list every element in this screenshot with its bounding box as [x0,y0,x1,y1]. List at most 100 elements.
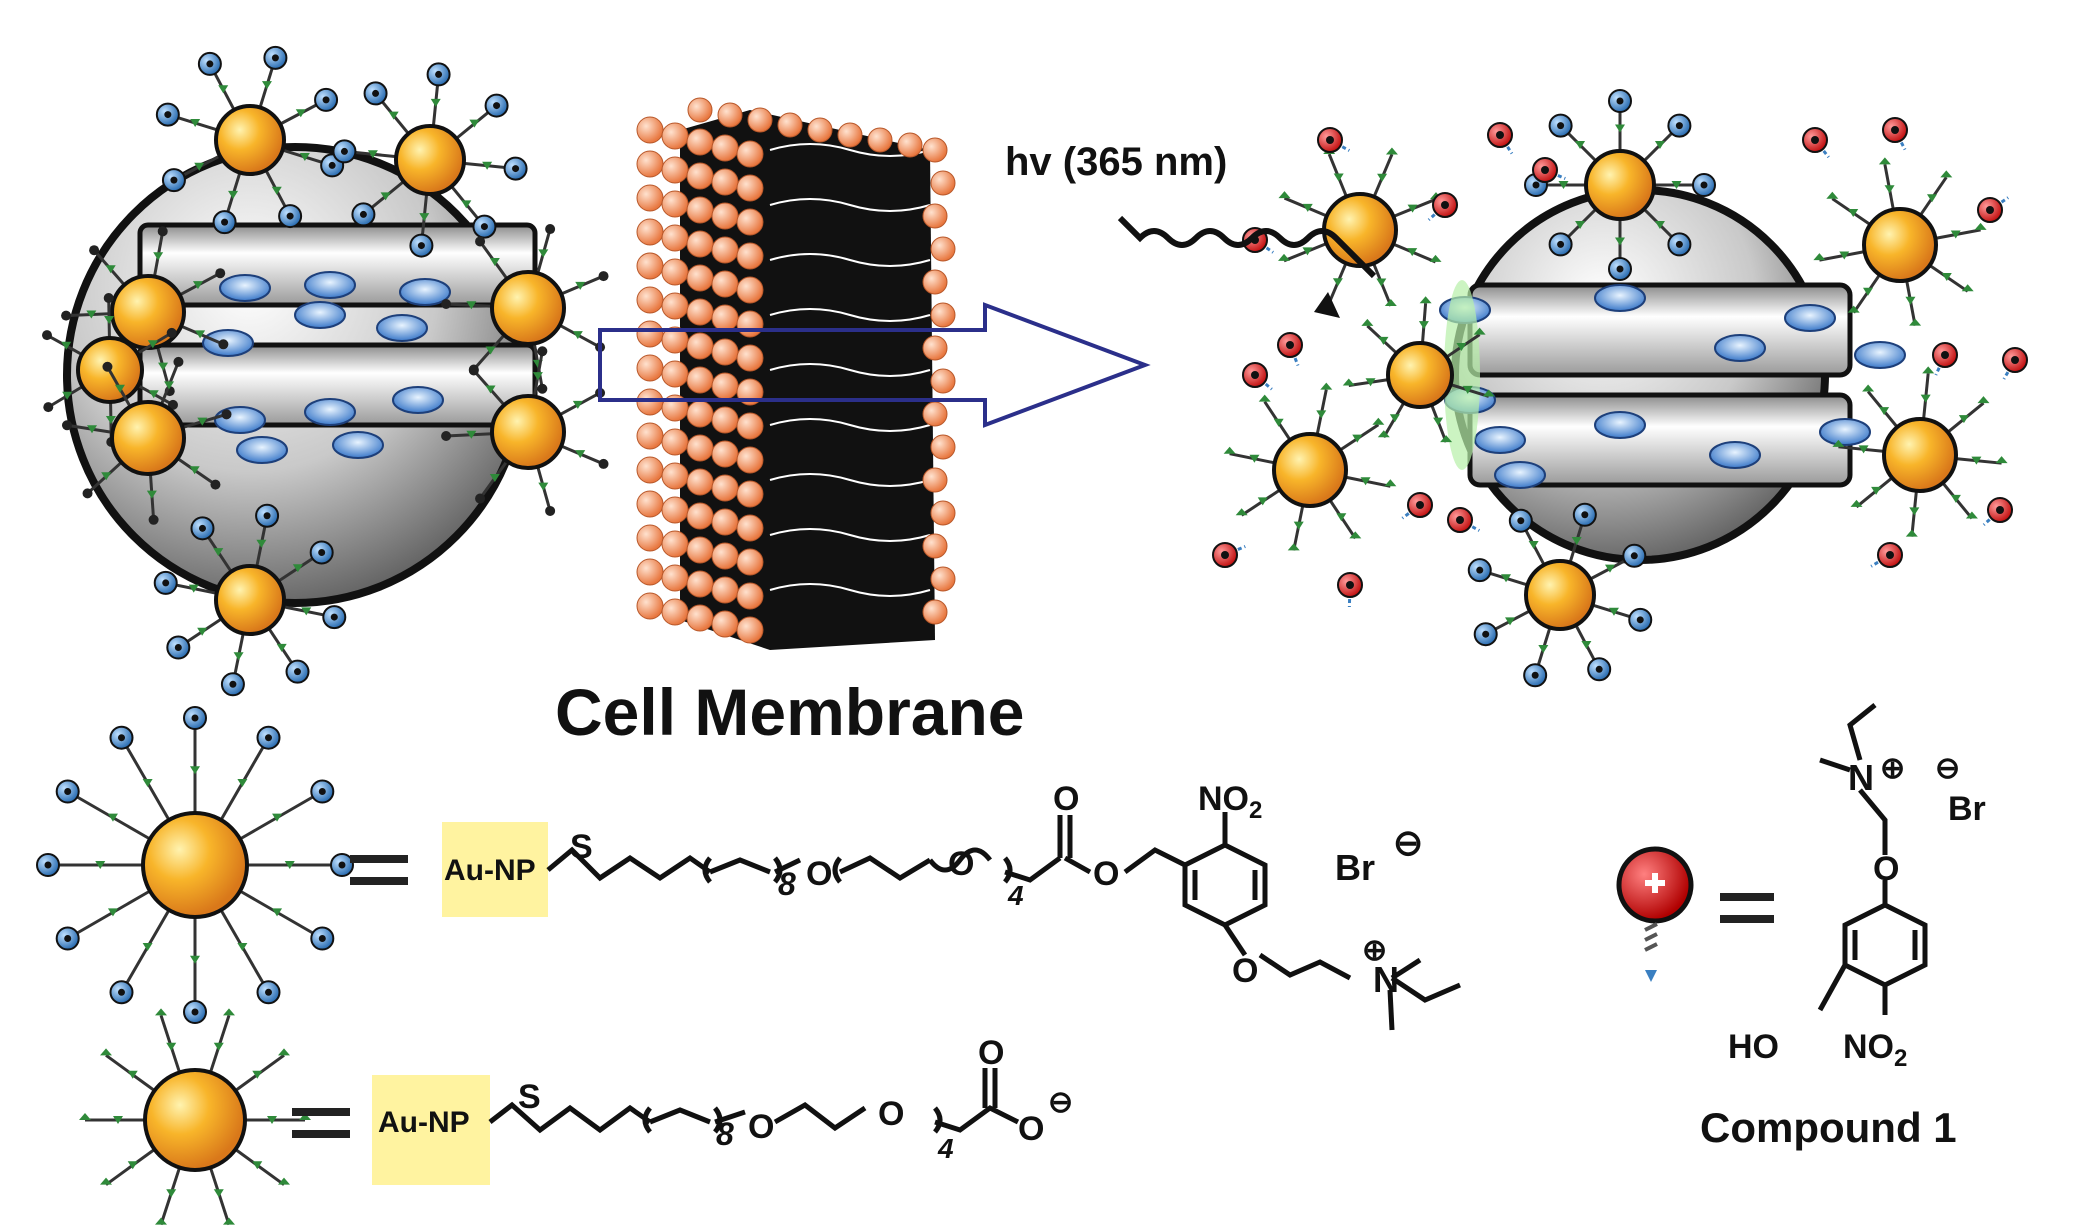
carboxylate-end [1278,191,1291,199]
carboxylate-end [1974,222,1987,230]
lipid-head [661,258,689,286]
mesopore-channels [137,222,538,464]
lipid-head [711,304,739,332]
ligand-linker [1581,640,1592,649]
lipid-head [711,338,739,366]
ligand-end [173,356,184,367]
lipid-head [661,156,689,184]
lipid-head [636,524,664,552]
ligand-linker [1316,410,1327,419]
cap-center [1700,181,1708,189]
lipid-head [736,344,764,372]
released-compound [1277,332,1303,367]
nitro-1: NO2 [1198,780,1262,824]
gold-nanoparticle [1223,382,1397,551]
ligand-linker [261,81,272,90]
ligand-linker [1407,204,1418,213]
lipid-head [661,428,689,456]
lipid-head [636,456,664,484]
compound-center [1286,341,1294,349]
ligand-linker [142,778,153,787]
carbonyl-o-1: O [1053,780,1079,818]
ligand-linker [218,85,229,94]
lipid-head [867,127,893,153]
carboxylate-end [1473,327,1486,335]
ligand-linker [1909,507,1920,516]
cap-center [480,223,488,231]
lipid-head [686,434,714,462]
released-compound [1401,492,1433,520]
cap-center [417,242,425,250]
cap-center [1557,240,1565,248]
ligand-linker [367,150,378,159]
carboxylate-end [1965,511,1978,519]
uncapped-silica-nanoparticle [1212,89,2028,688]
lipid-head [686,332,714,360]
ether-o-3: O [1873,850,1899,888]
ligand-end [545,505,556,516]
cargo-molecule [214,406,266,434]
lipid-head [711,610,739,638]
ligand-linker [1905,296,1916,305]
gold-nanoparticle [1467,502,1653,688]
compound-center [1996,506,2004,514]
lipid-head [636,558,664,586]
carboxylate-end [299,1113,311,1120]
cargo-molecule [399,278,451,306]
ligand-stem [1283,242,1328,263]
carboxylate-end [100,1177,113,1185]
carboxylate-end [1223,446,1236,454]
ligand-linker [1336,513,1347,522]
ligand-linker [538,482,549,491]
ligand-linker [1302,247,1313,256]
released-compound [1317,127,1351,153]
equals-sign-1 [350,855,408,885]
ligand-linker [1257,497,1268,506]
ligand-stem [558,323,601,349]
ligand-linker [252,1070,263,1079]
cap-center [1482,630,1490,638]
gold-core [141,811,249,919]
ligand-linker [482,161,493,170]
compound-center [1416,501,1424,509]
compound-center [1891,126,1899,134]
ligand-linker [1433,417,1444,426]
lipid-head [736,616,764,644]
cargo-molecule [1709,441,1761,469]
compound-center [1986,206,1994,214]
released-compound [1802,127,1830,159]
lipid-head [736,174,764,202]
ligand-linker [1302,203,1313,212]
ligand-linker [197,627,208,636]
pore-channel [1467,282,1853,378]
cap-center [191,714,199,722]
lipid-head [711,270,739,298]
lipid-head [922,137,948,163]
ligand-linker [166,1042,177,1051]
ligand-end [61,310,72,321]
lipid-head [661,190,689,218]
cap-center [1557,122,1565,130]
carboxylate-o-2: O [1018,1110,1044,1148]
ligand-linker [1671,181,1682,189]
gold-nanoparticle [1832,366,2008,537]
tail-highlight [769,583,931,597]
carboxylate-end [100,1048,113,1056]
lipid-head [661,598,689,626]
released-compound [1932,342,1958,376]
lipid-head [807,117,833,143]
carboxylate-end [1349,531,1362,539]
lipid-head [922,401,948,427]
tail-highlight [769,198,931,212]
cargo-molecule [1594,284,1646,312]
cell-membrane-bilayer [636,97,956,650]
ligand-linker [107,908,118,917]
carboxylate-end [1377,430,1390,438]
positive-charge-1: ⊕ [1362,934,1387,967]
cargo-molecule [1819,418,1871,446]
ligand-end [598,271,609,282]
compound-center [2011,356,2019,364]
ligand-linker [107,813,118,822]
cargo-molecule [1494,461,1546,489]
aunp-highlight-1 [442,822,548,917]
